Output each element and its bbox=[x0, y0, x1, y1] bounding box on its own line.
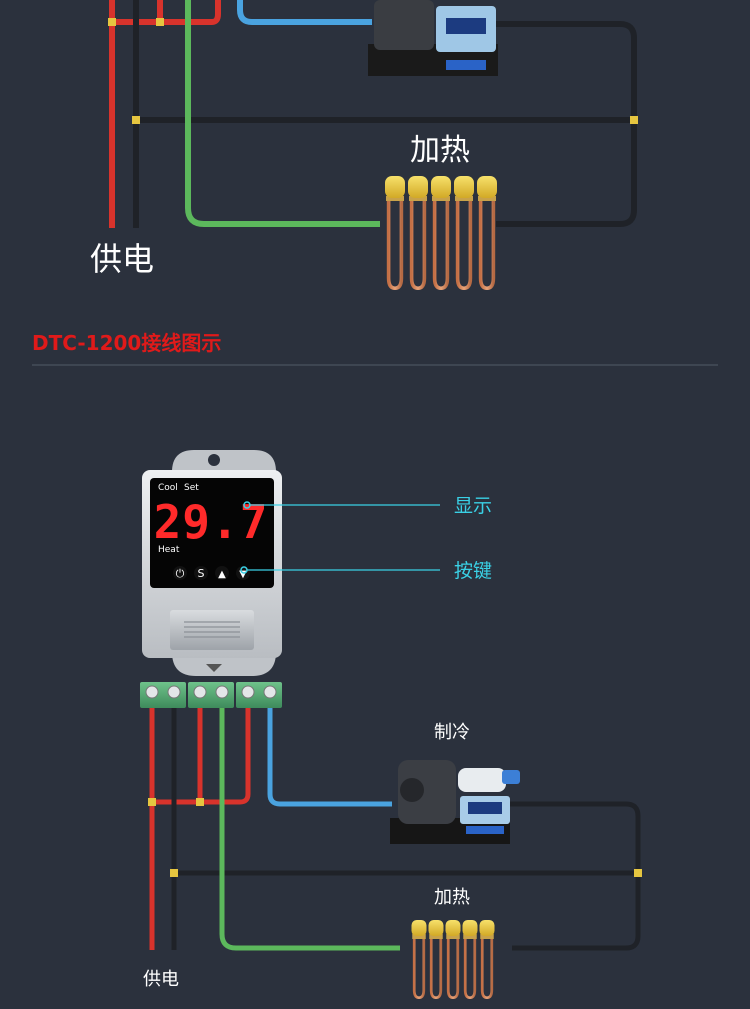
set-indicator-label: Set bbox=[184, 483, 199, 493]
junction bbox=[630, 116, 638, 124]
triangle-up-icon: ▲ bbox=[218, 569, 226, 580]
display-callout-label: 显示 bbox=[454, 495, 492, 517]
mount-hole bbox=[208, 454, 220, 466]
bottom-blue-wire bbox=[267, 708, 392, 807]
heater-element bbox=[411, 920, 427, 1000]
cool-label: 制冷 bbox=[434, 722, 470, 743]
junction bbox=[196, 798, 204, 806]
heater-element bbox=[431, 176, 451, 291]
top-red-wire-branch bbox=[112, 0, 221, 25]
bottom-power-label: 供电 bbox=[143, 969, 179, 990]
bottom-heat-label: 加热 bbox=[434, 887, 470, 908]
triangle-down-icon: ▼ bbox=[239, 569, 247, 580]
junction bbox=[148, 798, 156, 806]
power-button[interactable] bbox=[173, 566, 187, 580]
mounting-ear-top bbox=[172, 450, 276, 472]
heat-indicator-label: Heat bbox=[158, 545, 180, 555]
top-green-wire bbox=[185, 0, 380, 227]
heater-element bbox=[477, 176, 497, 291]
cool-indicator-label: Cool bbox=[158, 483, 178, 493]
bottom-black-loop bbox=[508, 801, 641, 951]
bottom-green-wire bbox=[219, 708, 400, 951]
terminal-blocks bbox=[140, 682, 282, 708]
junction bbox=[170, 869, 178, 877]
heater-element bbox=[462, 920, 478, 1000]
mount-arrow-icon bbox=[206, 664, 222, 672]
cover-grille bbox=[184, 621, 240, 638]
compressor-image-bottom bbox=[390, 760, 520, 844]
set-icon: S bbox=[198, 567, 205, 580]
heater-element bbox=[428, 920, 444, 1000]
heater-element bbox=[408, 176, 428, 291]
up-button[interactable] bbox=[215, 566, 229, 580]
top-black-loop bbox=[494, 21, 637, 227]
compressor-image-top bbox=[368, 0, 498, 76]
power-icon: ⏻ bbox=[176, 567, 185, 580]
junction bbox=[156, 18, 164, 26]
dtc-1200-controller: Cool Set Heat 29.7 ⏻ S ▲ ▼ bbox=[142, 450, 282, 676]
junction bbox=[132, 116, 140, 124]
heater-elements-top bbox=[385, 176, 497, 291]
bottom-red-wire-branch bbox=[152, 708, 251, 805]
set-button[interactable] bbox=[194, 566, 208, 580]
display-panel bbox=[150, 478, 274, 588]
section-title: DTC-1200接线图示 bbox=[32, 331, 221, 355]
bottom-wiring-diagram bbox=[148, 708, 642, 951]
heater-elements-bottom bbox=[411, 920, 495, 1000]
heater-element bbox=[454, 176, 474, 291]
keys-callout-label: 按键 bbox=[454, 560, 492, 582]
temperature-display: 29.7 bbox=[154, 495, 269, 549]
top-wiring-diagram: 加热 供电 bbox=[90, 0, 638, 278]
callout-keys: 按键 bbox=[240, 560, 492, 582]
top-blue-wire bbox=[237, 0, 372, 25]
terminal-cover bbox=[170, 610, 254, 650]
junction bbox=[108, 18, 116, 26]
top-heat-label: 加热 bbox=[410, 133, 470, 168]
junction bbox=[634, 869, 642, 877]
heater-element bbox=[385, 176, 405, 291]
heater-element bbox=[479, 920, 495, 1000]
top-power-label: 供电 bbox=[90, 240, 154, 278]
callout-display: 显示 bbox=[243, 495, 492, 517]
heater-element bbox=[445, 920, 461, 1000]
